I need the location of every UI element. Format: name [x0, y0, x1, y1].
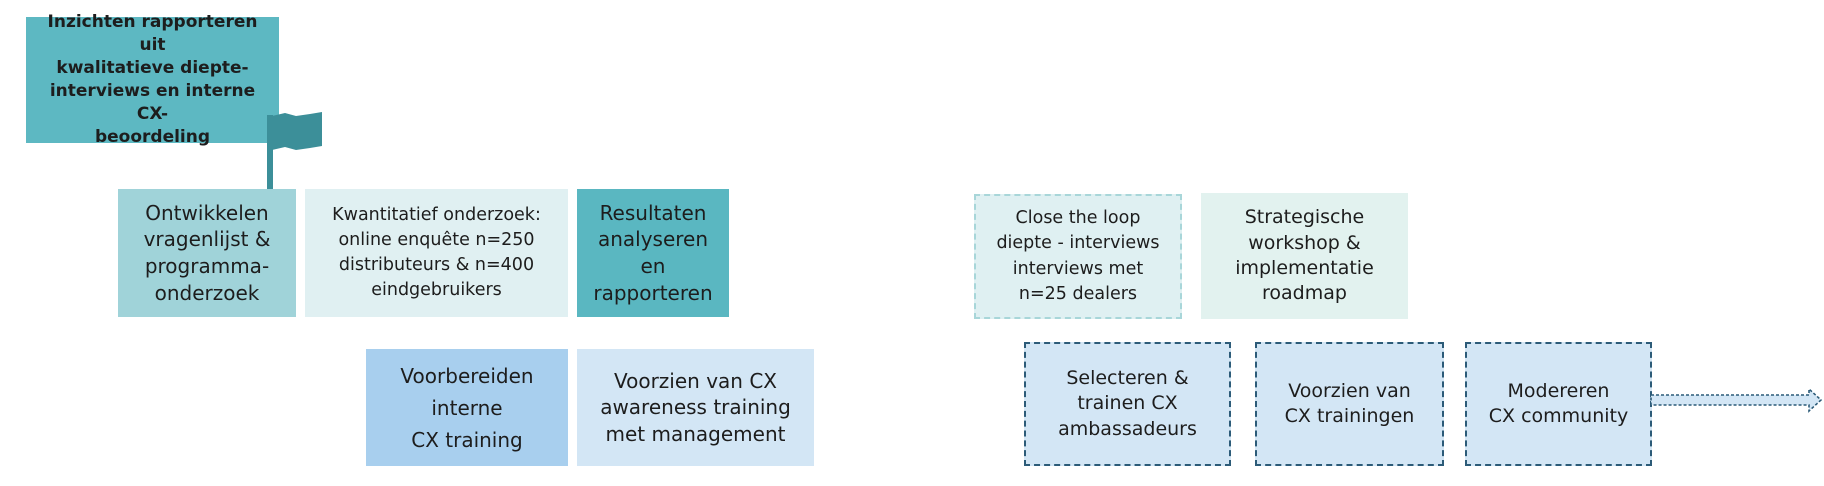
- box-results-label: Resultaten analyseren en rapporteren: [593, 200, 713, 305]
- box-workshop-label: Strategische workshop & implementatie ro…: [1235, 206, 1374, 305]
- box-quant-label: Kwantitatief onderzoek: online enquête n…: [332, 205, 541, 300]
- flag-box-insights-report: Inzichten rapporteren uit kwalitatieve d…: [26, 12, 279, 147]
- arrow-shape: [1650, 387, 1823, 413]
- flag-pole: [267, 115, 273, 197]
- box-prep-label: Voorbereiden interne CX training: [400, 363, 534, 452]
- box-awareness-label: Voorzien van CX awareness training met m…: [600, 368, 791, 446]
- box-quantitative-research: Kwantitatief onderzoek: online enquête n…: [305, 189, 568, 317]
- box-moderate-community: Modereren CX community: [1465, 342, 1652, 466]
- box-cx-trainings: Voorzien van CX trainingen: [1255, 342, 1444, 466]
- flag-icon: [267, 112, 322, 197]
- flag-box-label: Inzichten rapporteren uit kwalitatieve d…: [47, 12, 258, 147]
- box-develop-questionnaire: Ontwikkelen vragenlijst & programma- ond…: [118, 189, 296, 317]
- box-select-ambassadors: Selecteren & trainen CX ambassadeurs: [1024, 342, 1231, 466]
- box-prepare-cx-training: Voorbereiden interne CX training: [366, 349, 568, 466]
- box-awareness-training: Voorzien van CX awareness training met m…: [577, 349, 814, 466]
- box-develop-label: Ontwikkelen vragenlijst & programma- ond…: [143, 200, 271, 305]
- box-community-label: Modereren CX community: [1488, 379, 1629, 427]
- box-select-label: Selecteren & trainen CX ambassadeurs: [1058, 367, 1197, 440]
- box-strategic-workshop: Strategische workshop & implementatie ro…: [1201, 193, 1408, 319]
- box-close-label: Close the loop diepte - interviews inter…: [996, 207, 1160, 304]
- arrow-right-icon: [1650, 387, 1823, 413]
- flag-cloth: [272, 112, 322, 150]
- box-trainings-label: Voorzien van CX trainingen: [1284, 379, 1415, 427]
- box-analyze-results: Resultaten analyseren en rapporteren: [577, 189, 729, 317]
- box-close-the-loop: Close the loop diepte - interviews inter…: [974, 194, 1182, 319]
